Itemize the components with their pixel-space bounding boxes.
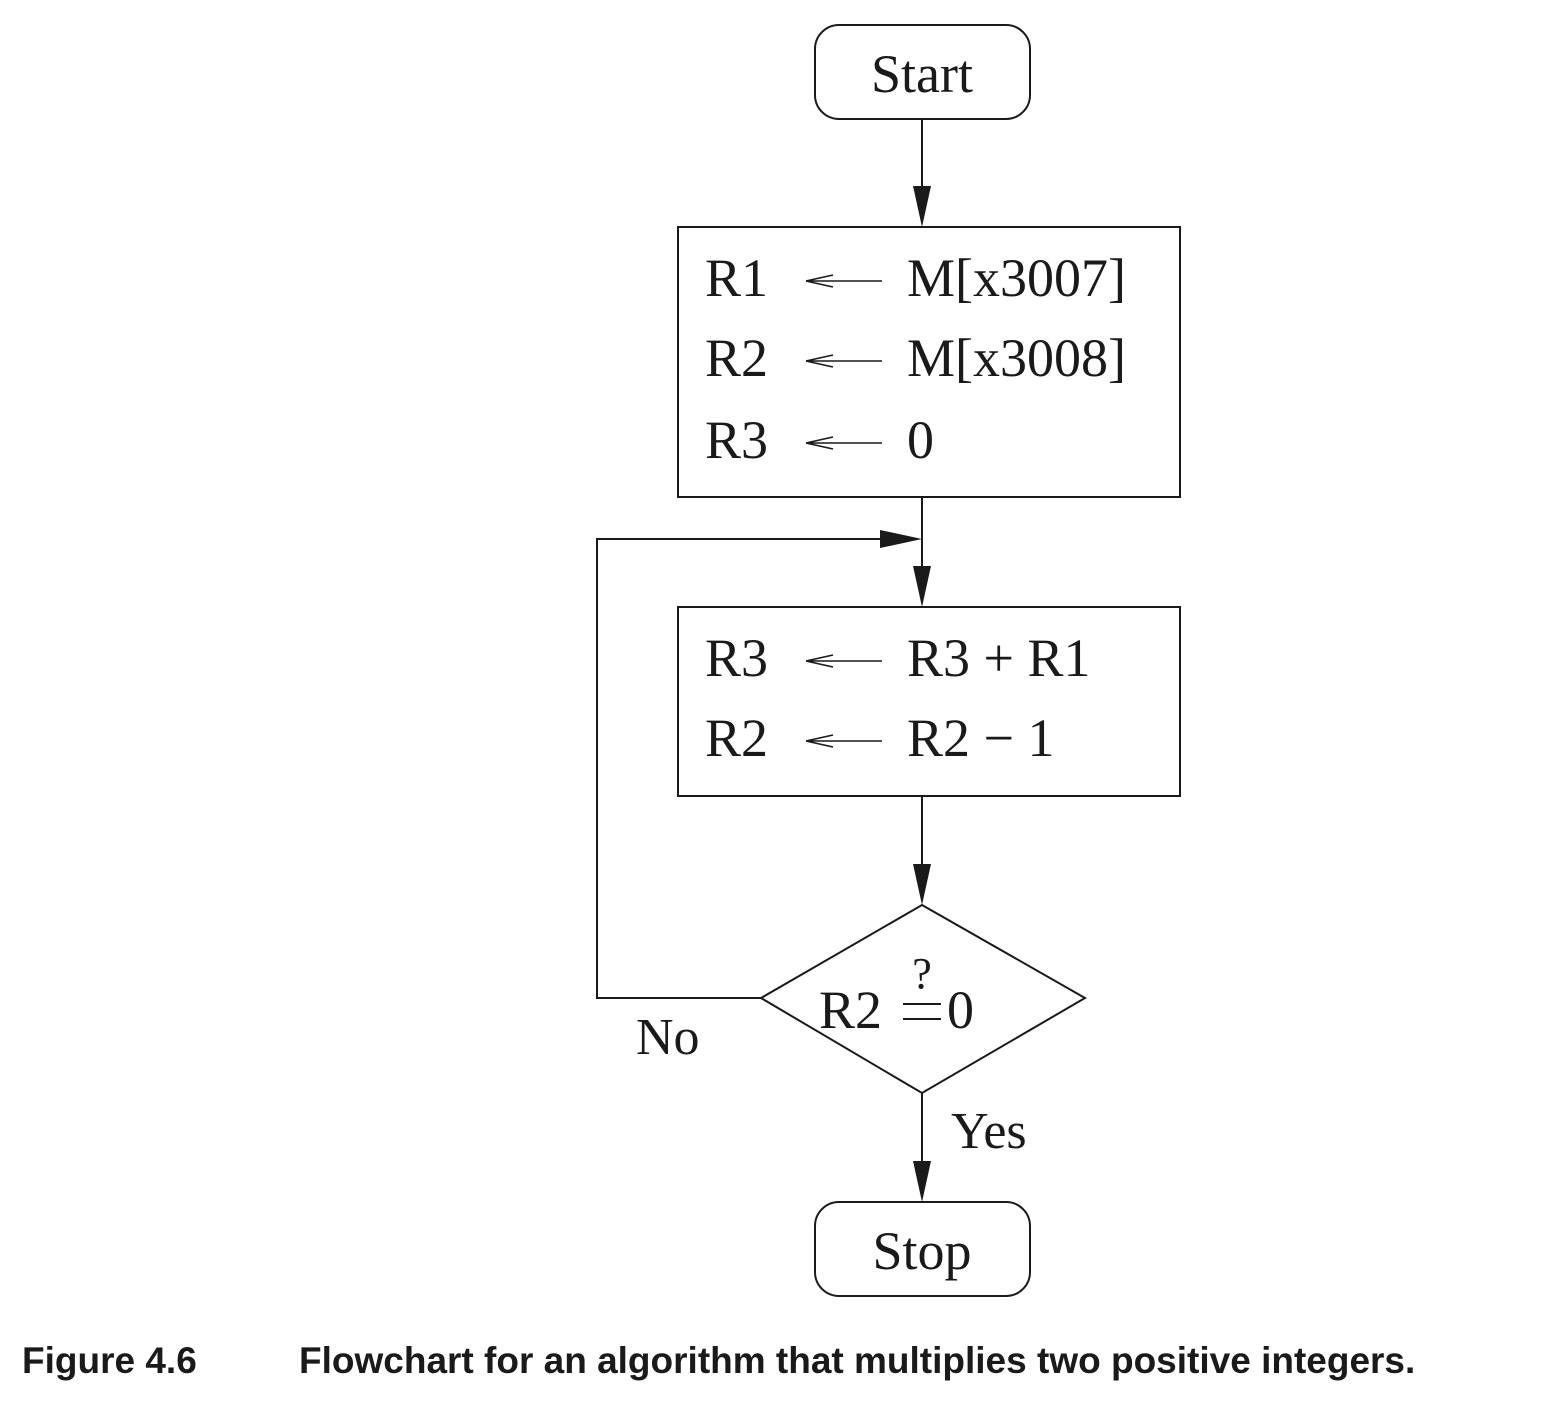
init-process-box: R1 M[x3007] R2 M[x3008] R3 0 bbox=[677, 226, 1181, 498]
assign-arrow-icon bbox=[805, 354, 882, 368]
assign-arrow-icon bbox=[805, 436, 882, 450]
init-src-r3: 0 bbox=[907, 410, 934, 470]
decision-right: 0 bbox=[947, 980, 974, 1040]
arrow-loop-to-decision bbox=[913, 796, 931, 905]
arrow-init-to-loop bbox=[913, 497, 931, 607]
branch-no-label: No bbox=[636, 1009, 700, 1066]
assign-arrow-icon bbox=[805, 734, 882, 748]
assign-arrow-icon bbox=[805, 654, 882, 668]
stop-terminal: Stop bbox=[814, 1201, 1031, 1297]
start-terminal: Start bbox=[814, 24, 1031, 120]
equals-sign-icon bbox=[903, 1003, 941, 1020]
decision-question-mark: ? bbox=[912, 949, 932, 998]
loop-dest-r2: R2 bbox=[705, 708, 768, 768]
arrow-no-loop-back bbox=[596, 530, 922, 999]
caption-text: Flowchart for an algorithm that multipli… bbox=[299, 1340, 1415, 1381]
init-src-r2: M[x3008] bbox=[907, 328, 1126, 388]
figure-caption: Figure 4.6 Flowchart for an algorithm th… bbox=[22, 1340, 1415, 1381]
loop-src-r3: R3 + R1 bbox=[907, 628, 1091, 688]
start-label: Start bbox=[871, 44, 973, 104]
stop-label: Stop bbox=[872, 1221, 971, 1281]
assign-arrow-icon bbox=[805, 274, 882, 288]
arrow-start-to-init bbox=[913, 119, 931, 227]
decision-left: R2 bbox=[819, 980, 882, 1040]
loop-src-r2: R2 − 1 bbox=[907, 708, 1054, 768]
init-src-r1: M[x3007] bbox=[907, 248, 1126, 308]
loop-dest-r3: R3 bbox=[705, 628, 768, 688]
decision-diamond: R2 ? 0 bbox=[759, 903, 1088, 1095]
init-dest-r2: R2 bbox=[705, 328, 768, 388]
init-dest-r3: R3 bbox=[705, 410, 768, 470]
arrow-yes-to-stop bbox=[913, 1093, 931, 1202]
caption-label: Figure 4.6 bbox=[22, 1340, 197, 1381]
init-dest-r1: R1 bbox=[705, 248, 768, 308]
loop-process-box: R3 R3 + R1 R2 R2 − 1 bbox=[677, 606, 1181, 797]
branch-yes-label: Yes bbox=[951, 1103, 1027, 1160]
